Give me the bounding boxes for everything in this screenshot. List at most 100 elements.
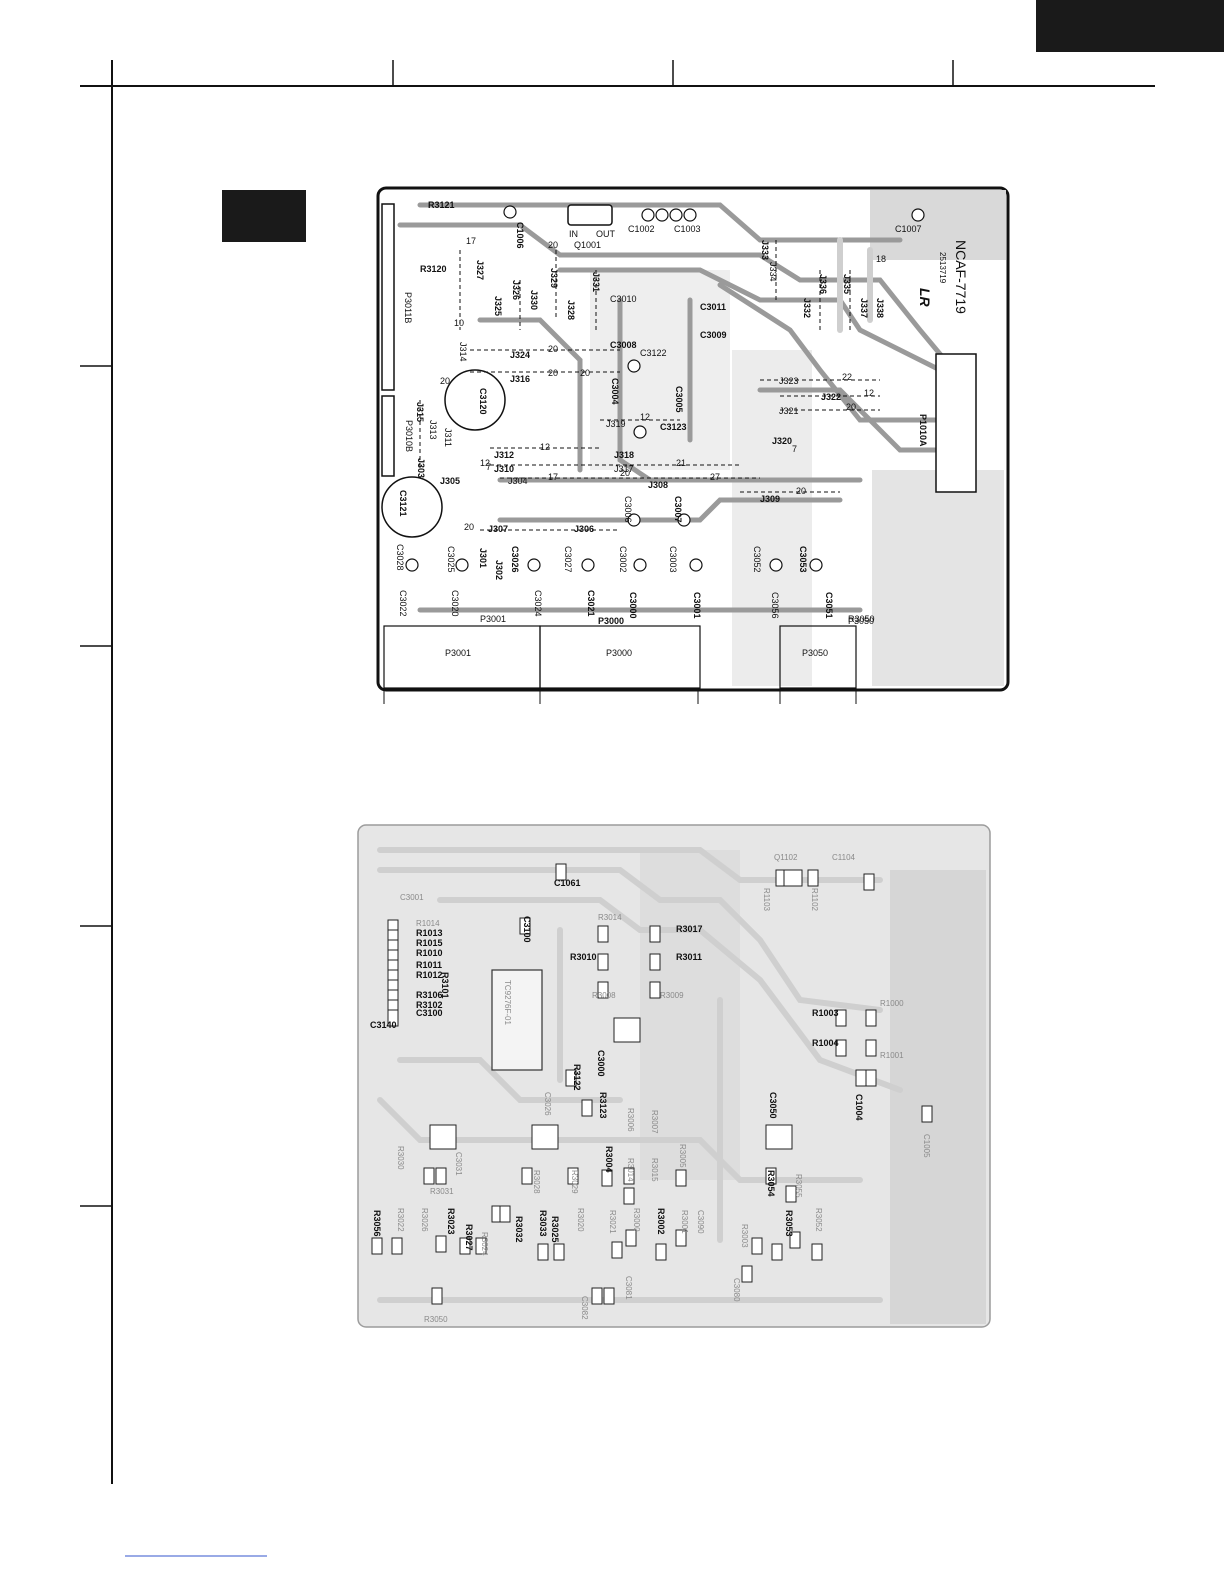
- smd-label: R3021: [608, 1210, 617, 1234]
- component-label: P3011B: [403, 292, 413, 323]
- smd-label: R3033: [538, 1210, 548, 1237]
- component-label: P3010B: [404, 420, 414, 452]
- component-label: C3001: [692, 592, 702, 619]
- smd-pad: [625, 1229, 637, 1247]
- component-label: J335: [842, 274, 852, 294]
- smd-label: C3140: [370, 1020, 397, 1030]
- component-label: C3004: [610, 378, 620, 405]
- smd-label: R3122: [572, 1064, 582, 1091]
- manufacturer-logo: LR: [917, 288, 933, 308]
- connector-inner-label: P3050: [802, 648, 828, 658]
- smd-label: C3090: [696, 1210, 705, 1234]
- smd-label: Q1102: [774, 853, 798, 862]
- q1102-transistor: [783, 869, 803, 887]
- component-label: J338: [875, 298, 885, 318]
- smd-label: R3052: [814, 1208, 823, 1232]
- smd-label: C3080: [732, 1278, 741, 1302]
- smd-label: R3056: [372, 1210, 382, 1237]
- smd-label: R1001: [880, 1051, 904, 1060]
- smd-pad: [741, 1265, 753, 1283]
- component-label: J319: [606, 419, 626, 429]
- smd-pad: [863, 873, 875, 891]
- component-label: P3000: [598, 616, 624, 626]
- smd-label: C1104: [832, 853, 856, 862]
- pin-number: 12: [480, 458, 490, 468]
- smd-pad: [431, 1287, 443, 1305]
- smd-pad: [785, 1185, 797, 1203]
- component-label: J302: [494, 560, 504, 580]
- smd-pad: [435, 1167, 447, 1185]
- component-label: P1010A: [918, 414, 928, 447]
- component-label: C1007: [895, 224, 922, 234]
- smd-label: R3020: [576, 1208, 585, 1232]
- pin-number: 20: [548, 240, 558, 250]
- jumper-wires: [419, 240, 880, 531]
- smd-label: C3000: [596, 1050, 606, 1077]
- ic-label: TC9276F-01: [503, 980, 512, 1025]
- smd-label: R3026: [420, 1208, 429, 1232]
- component-label: R3121: [428, 200, 455, 210]
- component-label: J325: [493, 296, 503, 316]
- smd-pad: [649, 981, 661, 999]
- smd-label: R3003: [740, 1224, 749, 1248]
- smd-label: R3050: [424, 1315, 448, 1324]
- pin-number: 10: [454, 318, 464, 328]
- smd-label: R3023: [446, 1208, 456, 1235]
- pin-number: 20: [440, 376, 450, 386]
- smd-pad: [855, 1069, 867, 1087]
- smd-label: R3022: [396, 1208, 405, 1232]
- c3120-capacitor: [444, 369, 506, 431]
- component-label: J334: [768, 262, 778, 282]
- component-label: J333: [760, 240, 770, 260]
- component-label: C3008: [610, 340, 637, 350]
- component-label: C1006: [515, 222, 525, 249]
- component-label: C3123: [660, 422, 687, 432]
- component-label: J305: [440, 476, 460, 486]
- smd-label: R3032: [514, 1216, 524, 1243]
- component-label: J307: [488, 524, 508, 534]
- component-label: J321: [779, 406, 799, 416]
- smd-label: R1012: [416, 970, 443, 980]
- component-label: J328: [566, 300, 576, 320]
- pin-number: 21: [676, 458, 686, 468]
- component-label: J309: [760, 494, 780, 504]
- connector-p3010b: [381, 395, 395, 477]
- q1001-transistor: [567, 204, 613, 226]
- corner-tab: [1036, 0, 1224, 52]
- component-label: C1003: [674, 224, 701, 234]
- smd-pad: [499, 1205, 511, 1223]
- smd-label: R1000: [880, 999, 904, 1008]
- smd-label: C1005: [922, 1134, 931, 1158]
- q1001-in-label: IN: [569, 229, 578, 239]
- pin-number: 12: [640, 412, 650, 422]
- component-label: C3025: [446, 546, 456, 573]
- smd-pad: [521, 1167, 533, 1185]
- pin-number: 20: [548, 344, 558, 354]
- pin-number: 17: [466, 236, 476, 246]
- component-label: J332: [802, 298, 812, 318]
- pin-number: 7: [792, 444, 797, 454]
- pin-number: 18: [876, 254, 886, 264]
- component-label: J324: [510, 350, 530, 360]
- smd-label: C1061: [554, 878, 581, 888]
- smd-pad: [581, 1099, 593, 1117]
- pin-number: 17: [548, 472, 558, 482]
- component-label: P3050: [848, 616, 874, 626]
- smd-pad: [771, 1243, 783, 1261]
- smd-label: R3004: [604, 1146, 614, 1173]
- smd-pad: [807, 869, 819, 887]
- smd-pad: [565, 1069, 577, 1087]
- component-label: C3121: [398, 490, 408, 517]
- smd-label: R3101: [440, 972, 450, 999]
- smd-label: R3002: [656, 1208, 666, 1235]
- smd-pad: [789, 1231, 801, 1249]
- smd-label: C3026: [543, 1092, 552, 1116]
- component-label: J304: [508, 476, 528, 486]
- component-label: C3122: [640, 348, 667, 358]
- smd-label: R1013: [416, 928, 443, 938]
- section-marker: [222, 190, 306, 242]
- smd-label: C3001: [400, 893, 424, 902]
- smd-label: R3024: [480, 1232, 489, 1256]
- smd-pad: [649, 953, 661, 971]
